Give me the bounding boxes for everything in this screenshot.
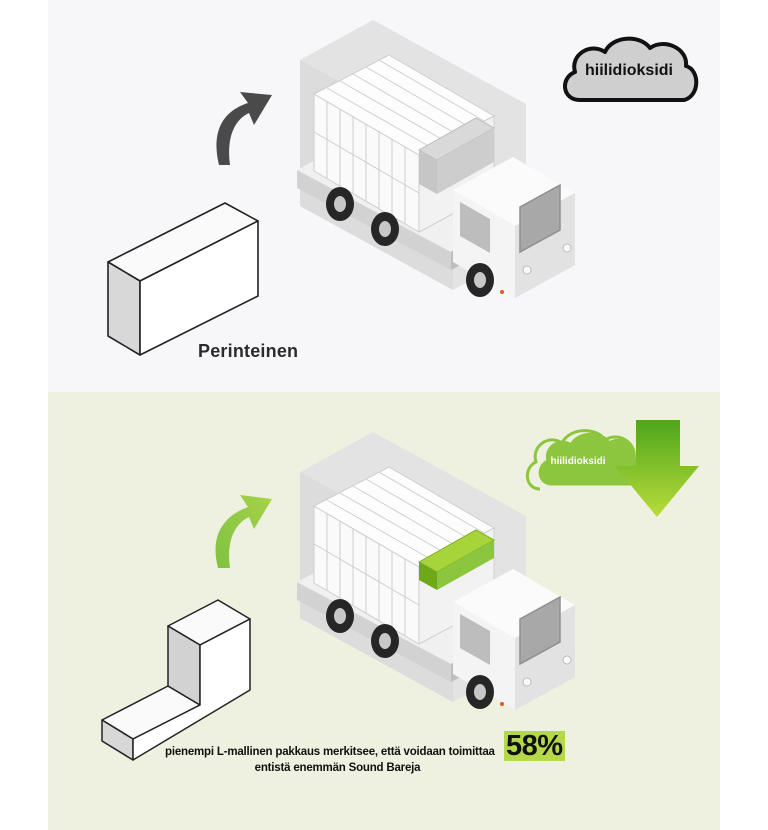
truck-icon [296,19,576,299]
cloud-icon [563,36,699,102]
co2-cloud-label-green: hiilidioksidi [550,456,606,467]
down-arrow-icon [615,420,699,517]
traditional-box-icon [107,202,259,356]
percent-badge: 58% [504,730,565,762]
l-shape-box-icon [101,599,251,761]
packaging-note: pienempi L-mallinen pakkaus merkitsee, e… [165,744,510,776]
packaging-note-line1: pienempi L-mallinen pakkaus merkitsee, e… [165,746,495,758]
packaging-note-line2: entistä enemmän Sound Bareja [254,762,421,774]
traditional-caption: Perinteinen [198,341,299,361]
co2-cloud-label: hiilidioksidi [584,62,673,79]
dark-curved-arrow-icon [216,92,272,165]
truck-icon-loaded [296,431,576,711]
green-curved-arrow-icon [215,495,272,568]
green-cloud-icon [526,429,644,491]
